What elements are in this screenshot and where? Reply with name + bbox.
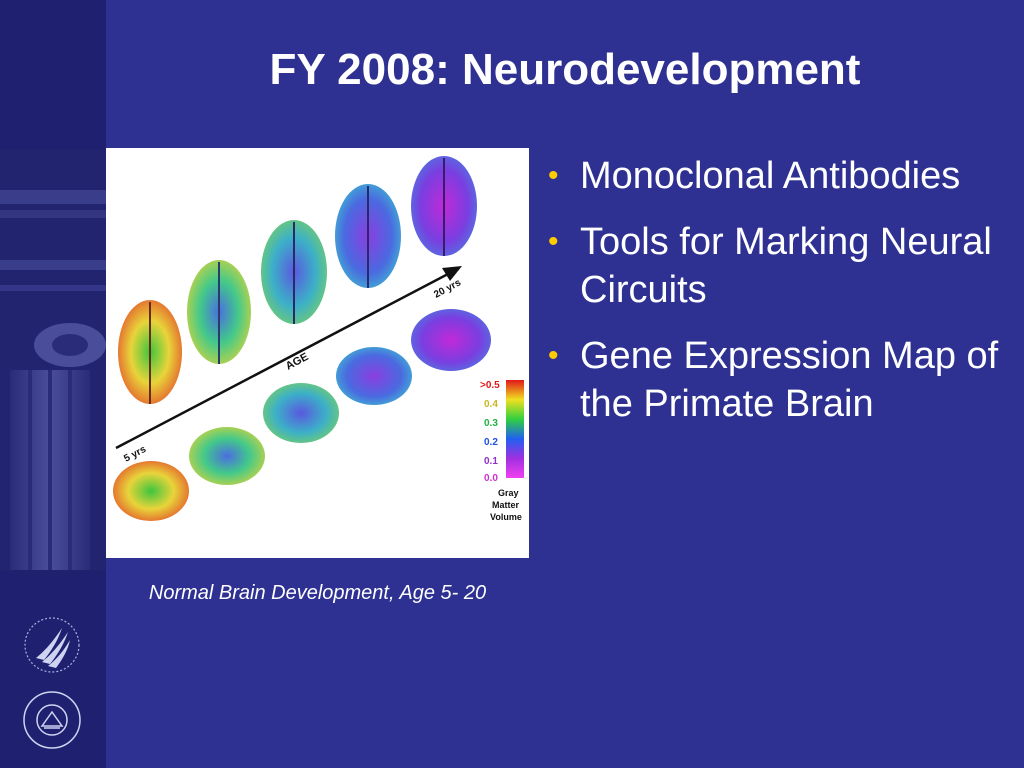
legend-tick: >0.5	[480, 380, 500, 391]
bullet-item: • Monoclonal Antibodies	[545, 152, 1005, 200]
bullet-item: • Gene Expression Map of the Primate Brai…	[545, 332, 1005, 428]
brain-top-view-age-2	[187, 260, 251, 364]
age-arrow	[115, 272, 449, 450]
brain-top-view-5yrs	[118, 300, 182, 404]
bullet-text: Gene Expression Map of the Primate Brain	[580, 335, 999, 425]
bullet-text: Monoclonal Antibodies	[580, 155, 961, 197]
bullet-list: • Monoclonal Antibodies • Tools for Markin…	[545, 152, 1005, 446]
brain-top-view-age-3	[261, 220, 327, 324]
brain-side-view-age-3	[263, 383, 339, 443]
legend-tick: 0.2	[484, 437, 498, 448]
sidebar	[0, 0, 106, 768]
bullet-glyph: •	[548, 159, 559, 192]
brain-side-view-age-2	[189, 427, 265, 485]
hhs-eagle-logo	[24, 617, 80, 673]
brain-development-image: AGE 5 yrs 20 yrs >0.5 0.4 0.3 0.2 0.1 0.…	[113, 156, 524, 522]
legend-tick: 0.0	[484, 473, 498, 484]
brain-top-view-20yrs	[411, 156, 477, 256]
age-label: AGE	[284, 351, 311, 373]
building-column-photo	[0, 150, 106, 570]
color-scale-bar	[506, 380, 524, 478]
brain-side-view-5yrs	[113, 461, 189, 521]
nih-logo	[23, 691, 81, 749]
legend-tick: 0.1	[484, 456, 498, 467]
legend-tick: 0.3	[484, 418, 498, 429]
agency-logos	[0, 610, 106, 760]
age-arrow-head	[442, 266, 462, 281]
legend-title: Volume	[490, 512, 522, 522]
brain-side-view-age-4	[336, 347, 412, 405]
brain-development-figure: AGE 5 yrs 20 yrs >0.5 0.4 0.3 0.2 0.1 0.…	[106, 148, 529, 558]
legend-tick: 0.4	[484, 399, 498, 410]
brain-top-view-age-4	[335, 184, 401, 288]
legend-title: Matter	[492, 500, 520, 510]
bullet-glyph: •	[548, 225, 559, 258]
slide-title: FY 2008: Neurodevelopment	[269, 45, 861, 94]
bullet-item: • Tools for Marking Neural Circuits	[545, 218, 1005, 314]
bullet-text: Tools for Marking Neural Circuits	[580, 221, 992, 311]
figure-caption: Normal Brain Development, Age 5- 20	[148, 582, 487, 604]
bullet-glyph: •	[548, 339, 559, 372]
legend-title: Gray	[498, 488, 519, 498]
brain-side-view-20yrs	[411, 309, 491, 371]
